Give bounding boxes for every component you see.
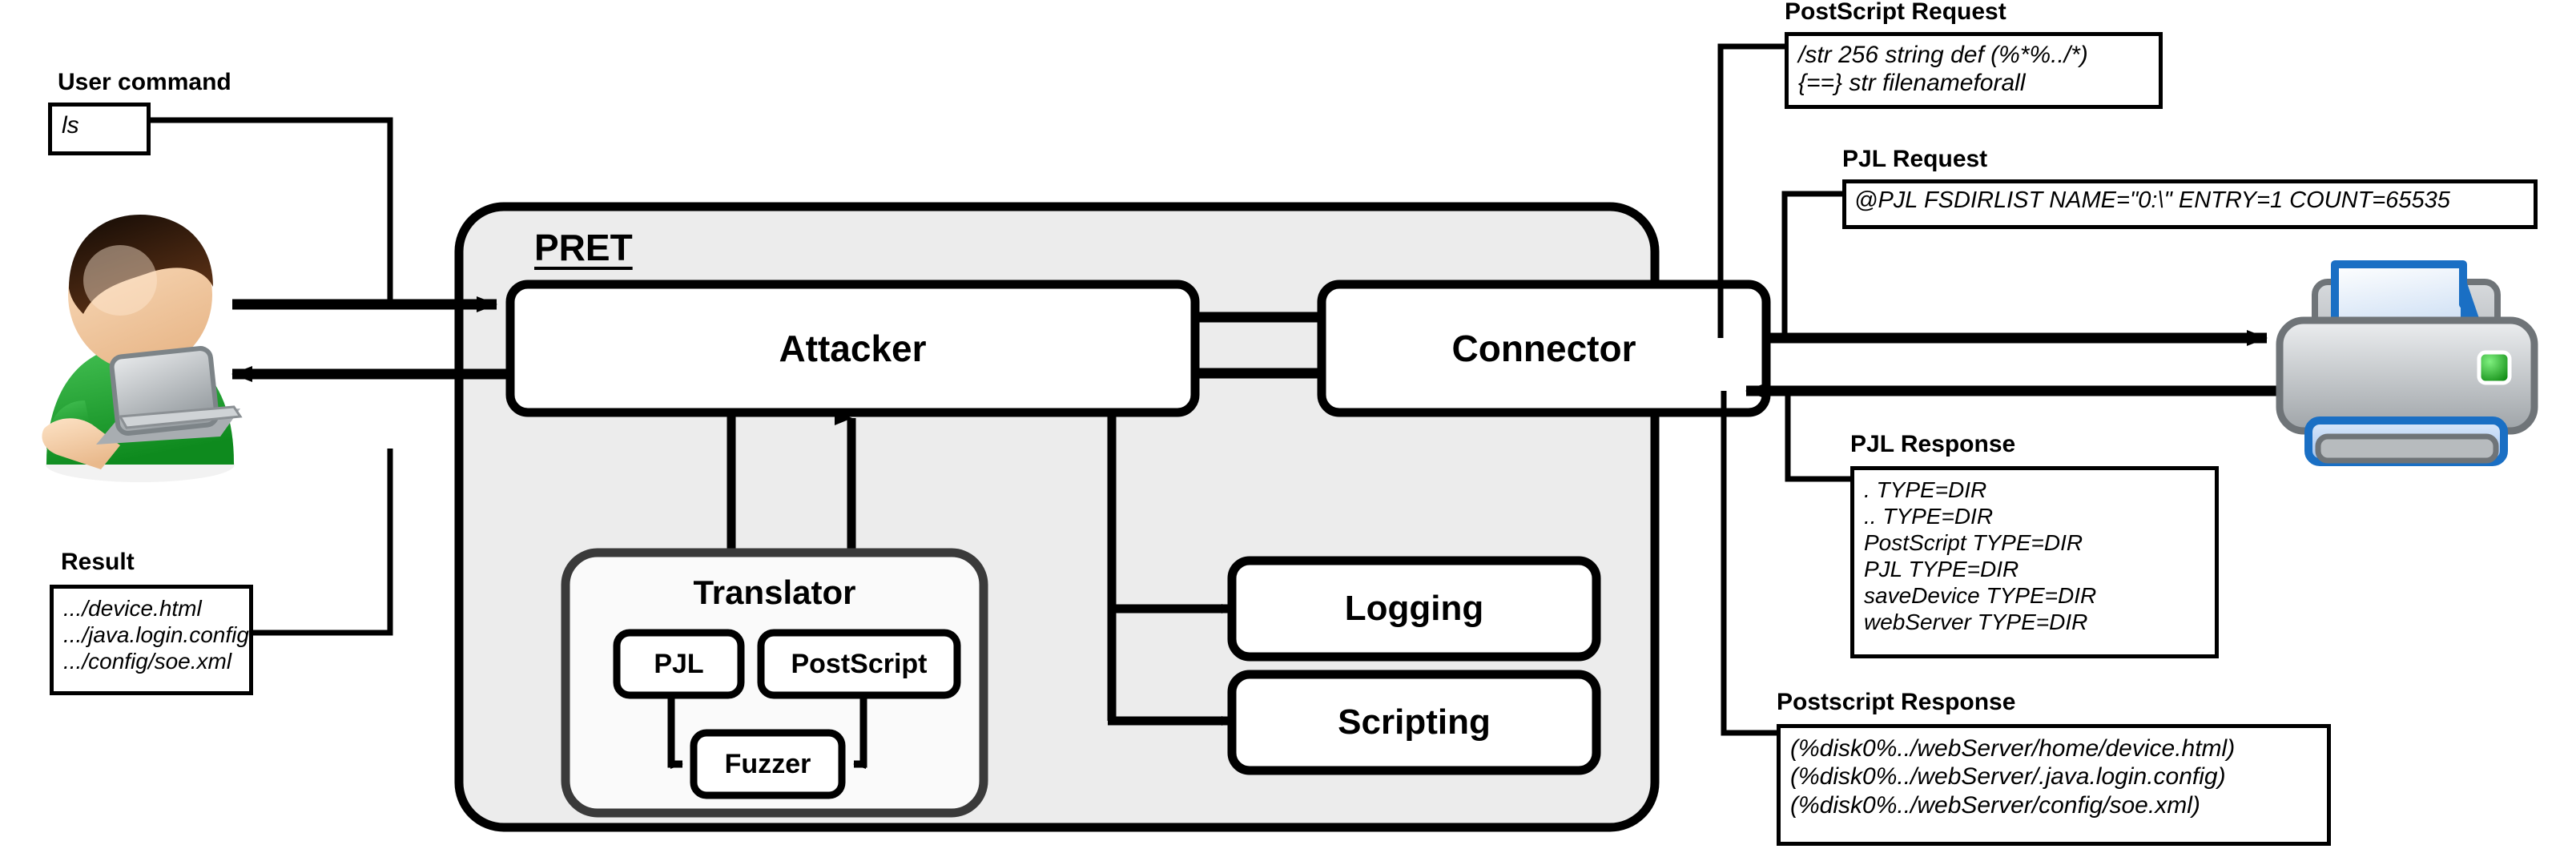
connector-label: Connector — [1451, 328, 1636, 369]
attacker-label: Attacker — [779, 328, 927, 369]
pjl-response-line: PostScript TYPE=DIR — [1864, 530, 2083, 556]
pjl-node[interactable] — [613, 629, 745, 699]
attacker-node[interactable] — [505, 280, 1200, 417]
attacker-connector-link — [1195, 312, 1326, 379]
scripting-node[interactable] — [1227, 670, 1601, 775]
pjl-label: PJL — [654, 648, 704, 679]
result-line: .../java.login.config — [63, 622, 249, 648]
user-command-box: ls — [48, 103, 151, 155]
pjl-response-line: .. TYPE=DIR — [1864, 504, 1994, 529]
fuzzer-node[interactable] — [690, 729, 846, 799]
scripting-label: Scripting — [1338, 702, 1491, 742]
printer-icon — [2276, 260, 2538, 466]
pjl-request-leader — [1781, 191, 1842, 338]
result-caption: Result — [61, 549, 135, 575]
user-command-caption: User command — [58, 69, 231, 95]
result-line: .../config/soe.xml — [63, 649, 232, 674]
attacker-translator-arrows — [727, 411, 856, 568]
fuzzer-label: Fuzzer — [724, 748, 811, 779]
pjl-response-line: PJL TYPE=DIR — [1864, 557, 2019, 582]
postscript-to-fuzzer-arrow — [853, 695, 867, 769]
logging-node[interactable] — [1227, 556, 1601, 662]
pjl-response-caption: PJL Response — [1850, 431, 2016, 457]
connector-node[interactable] — [1317, 280, 1771, 417]
postscript-label: PostScript — [791, 648, 928, 679]
pjl-response-line: saveDevice TYPE=DIR — [1864, 583, 2097, 609]
pjl-response-leader — [1785, 391, 1850, 482]
postscript-response-caption: Postscript Response — [1777, 689, 2016, 715]
postscript-request-caption: PostScript Request — [1785, 0, 2006, 25]
postscript-node[interactable] — [757, 629, 961, 699]
postscript-response-line: (%disk0%../webServer/config/soe.xml) — [1790, 791, 2200, 819]
pjl-response-box: . TYPE=DIR .. TYPE=DIR PostScript TYPE=D… — [1850, 466, 2219, 658]
postscript-request-leader — [1717, 43, 1785, 338]
postscript-request-box: /str 256 string def (%*%../*) {==} str f… — [1785, 32, 2163, 109]
pjl-response-line: webServer TYPE=DIR — [1864, 610, 2088, 635]
attacker-logging-scripting-bus — [1107, 412, 1234, 726]
postscript-response-line: (%disk0%../webServer/.java.login.config) — [1790, 763, 2226, 791]
result-line: .../device.html — [63, 596, 202, 621]
user-with-laptop-icon — [42, 215, 243, 482]
pjl-request-box: @PJL FSDIRLIST NAME="0:\" ENTRY=1 COUNT=… — [1842, 179, 2538, 229]
postscript-response-leader — [1721, 391, 1777, 736]
pjl-response-line: . TYPE=DIR — [1864, 477, 1987, 502]
logging-label: Logging — [1344, 589, 1484, 628]
translator-label: Translator — [693, 573, 856, 611]
result-box: .../device.html .../java.login.config ..… — [50, 585, 253, 695]
pjl-to-fuzzer-arrow — [667, 695, 683, 769]
postscript-request-line: {==} str filenameforall — [1798, 70, 2026, 97]
postscript-request-line: /str 256 string def (%*%../*) — [1798, 42, 2088, 68]
postscript-response-line: (%disk0%../webServer/home/device.html) — [1790, 735, 2236, 762]
postscript-response-box: (%disk0%../webServer/home/device.html) (… — [1777, 724, 2331, 846]
pjl-request-line: @PJL FSDIRLIST NAME="0:\" ENTRY=1 COUNT=… — [1854, 187, 2450, 213]
user-command-value: ls — [62, 112, 79, 139]
pret-title: PRET — [534, 227, 633, 268]
pjl-request-caption: PJL Request — [1842, 146, 1988, 172]
user-command-leader — [150, 117, 393, 304]
